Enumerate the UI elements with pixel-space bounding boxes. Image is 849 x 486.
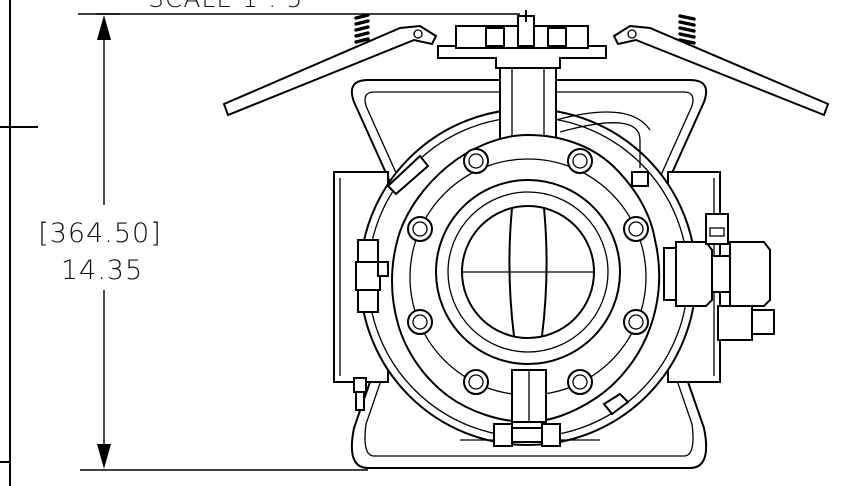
butterfly-valve-assembly-icon — [222, 10, 830, 469]
lever-arm-right — [612, 24, 830, 117]
mounting-plate — [437, 45, 607, 69]
bolt-holes — [407, 148, 649, 395]
lever-arm-left — [222, 24, 438, 117]
drawing-border — [0, 0, 38, 486]
tubing — [555, 111, 651, 168]
height-dimension — [78, 13, 368, 471]
fittings-left — [353, 154, 430, 411]
disc-blade — [508, 207, 548, 337]
dimension-arrow-top — [97, 15, 111, 40]
bracket-frame — [350, 79, 708, 469]
dimension-metric-text: [364.50] — [38, 218, 162, 249]
dimension-arrow-bottom — [97, 444, 111, 469]
fittings-right — [602, 171, 775, 416]
dimension-imperial-text: 14.35 — [61, 255, 143, 286]
fittings-bottom — [460, 423, 600, 447]
spring-left — [354, 13, 370, 50]
spring-right — [678, 14, 696, 51]
scale-label: SCALE 1 : 5 — [148, 0, 303, 13]
